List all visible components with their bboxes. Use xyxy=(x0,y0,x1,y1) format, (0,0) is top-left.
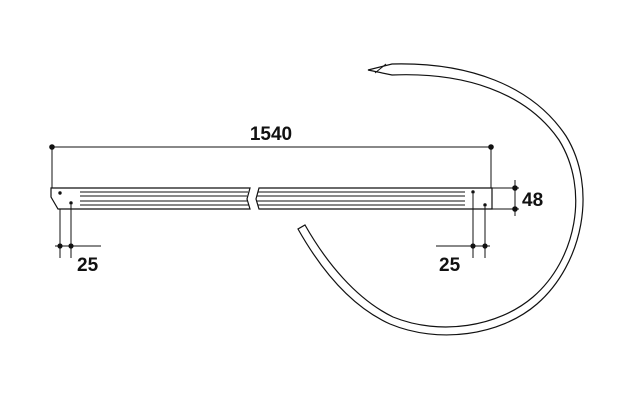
right-offset-label: 25 xyxy=(439,255,461,276)
bar-right-outline xyxy=(255,187,493,210)
left-offset-dimension: 25 xyxy=(55,205,101,276)
curved-part-outline xyxy=(297,63,584,336)
hole-right-2 xyxy=(483,203,487,207)
height-label: 48 xyxy=(522,190,543,211)
overall-length-dimension: 1540 xyxy=(49,124,494,188)
hole-left-2 xyxy=(69,201,73,205)
left-offset-dot-1 xyxy=(57,243,63,249)
curved-part xyxy=(297,63,584,336)
left-offset-label: 25 xyxy=(77,255,99,276)
bar-left-outline xyxy=(50,187,251,210)
bar-left-segment xyxy=(50,187,251,210)
left-offset-dot-2 xyxy=(68,243,74,249)
height-dot-bottom xyxy=(512,206,518,212)
bar-right-segment xyxy=(255,187,493,210)
hole-left-1 xyxy=(58,191,62,195)
height-dimension: 48 xyxy=(492,180,543,216)
curved-part-tip-edge xyxy=(374,63,387,74)
right-offset-dimension: 25 xyxy=(436,194,490,276)
right-offset-dot-1 xyxy=(470,243,476,249)
hole-right-1 xyxy=(471,190,475,194)
height-dot-top xyxy=(512,185,518,191)
overall-length-label: 1540 xyxy=(250,124,292,145)
right-offset-dot-2 xyxy=(482,243,488,249)
